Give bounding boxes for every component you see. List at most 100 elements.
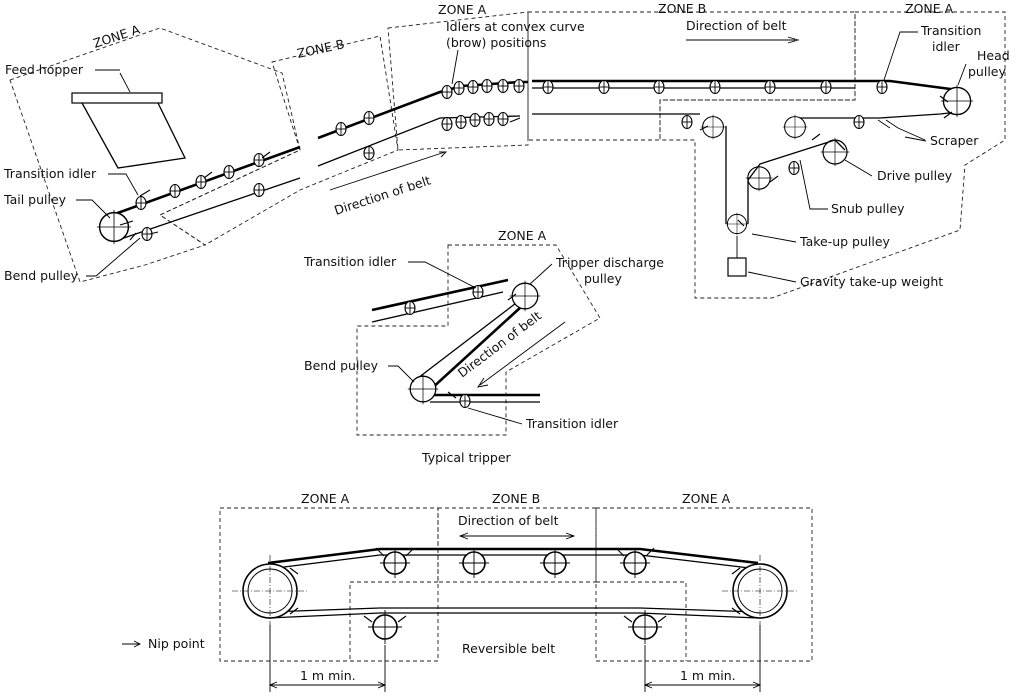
take-up-pulley-label: Take-up pulley: [799, 234, 891, 249]
tripper-discharge-label-line2: pulley: [584, 271, 622, 286]
zone-a-head-outline: [659, 11, 1006, 299]
tripper-direction-arrow: [479, 321, 566, 386]
transition-idler-head-leader: [883, 31, 918, 81]
head-pulley: [940, 84, 974, 118]
nip-point-arrows-top: [119, 95, 953, 241]
tripper-transition-idler-low: [459, 393, 471, 409]
bottom-zone-a-right: [595, 507, 813, 662]
zone-b-incline-outline: [159, 35, 399, 246]
tail-pulley-leader: [76, 199, 111, 219]
reversible-direction-label: Direction of belt: [458, 513, 559, 528]
tripper-bend-pulley: [407, 373, 439, 405]
tripper-incline-belt: [429, 295, 534, 391]
direction-arrow-incline: [329, 151, 446, 191]
tripper-discharge-pulley: [509, 280, 541, 312]
tripper-discharge-label-line1: Tripper discharge: [555, 255, 664, 270]
tripper-idler-1: [404, 300, 416, 316]
reversible-belt-return-edge: [267, 607, 759, 613]
feed-hopper: [71, 72, 186, 169]
gravity-take-up-weight-leader: [747, 271, 797, 283]
zone-b-label-horizontal: ZONE B: [658, 1, 706, 16]
tripper-direction-arrowhead: [477, 377, 489, 388]
bottom-zone-lower-right: [596, 581, 687, 661]
gravity-take-up-weight: [727, 257, 747, 277]
gravity-take-up-weight-label: Gravity take-up weight: [800, 274, 943, 289]
tripper-zone-a-label: ZONE A: [498, 228, 547, 243]
convex-curve-idlers: [441, 78, 525, 132]
tail-pulley-label: Tail pulley: [3, 192, 67, 207]
snub-pulley-leader: [799, 159, 828, 210]
transition-idler-head-label-line2: idler: [932, 39, 961, 54]
bottom-zone-lower-left: [349, 581, 438, 661]
scraper-label: Scraper: [930, 133, 979, 148]
reversible-belt-return: [267, 612, 759, 619]
bend-pulley-top: [700, 114, 726, 140]
dimension-right: [643, 625, 762, 692]
transition-idler-leader-top: [108, 173, 139, 196]
reversible-upper-idlers: [380, 548, 650, 578]
head-pulley-label-line1: Head: [977, 48, 1010, 63]
idlers-convex-label-line2: (brow) positions: [446, 35, 546, 50]
snub-pulley-label: Snub pulley: [831, 201, 905, 216]
feed-hopper-label: Feed hopper: [5, 62, 84, 77]
drive-pulley-label: Drive pulley: [877, 168, 953, 183]
idlers-convex-label-line1: Idlers at convex curve: [446, 19, 585, 34]
direction-label-incline: Direction of belt: [332, 173, 432, 218]
reversible-direction-arrowhead-right: [565, 532, 576, 540]
tripper-incline-belt-edge: [417, 299, 521, 379]
bend-pulley-label-top: Bend pulley: [4, 268, 79, 283]
bottom-zone-b-label: ZONE B: [492, 491, 540, 506]
reversible-belt-label: Reversible belt: [462, 641, 555, 656]
belt-to-head-pulley: [889, 79, 959, 92]
tail-pulley: [96, 209, 132, 245]
tripper-discharge-leader: [529, 263, 553, 285]
tripper-bend-pulley-leader: [388, 365, 415, 383]
nip-point-legend-label: Nip point: [148, 636, 205, 651]
bottom-zone-a-left: [219, 507, 439, 662]
idlers-convex-leader: [451, 49, 459, 85]
direction-arrowhead-incline: [439, 151, 448, 158]
direction-arrowhead-top: [787, 36, 800, 44]
bottom-zone-a-left-label: ZONE A: [301, 491, 350, 506]
dimension-left: [268, 625, 387, 692]
reversible-return-idlers: [368, 610, 662, 644]
nip-point-legend-arrowhead: [133, 640, 142, 648]
bottom-zone-a-right-label: ZONE A: [682, 491, 731, 506]
belt-head-return: [800, 111, 959, 119]
tripper-upper-belt: [371, 278, 509, 312]
dimension-left-label: 1 m min.: [300, 668, 356, 683]
drive-pulley-leader: [844, 159, 873, 177]
dimension-right-label: 1 m min.: [680, 668, 736, 683]
head-pulley-label-line2: pulley: [968, 64, 1006, 79]
bend-pulley-leader-top: [86, 237, 141, 277]
tripper-caption: Typical tripper: [421, 450, 512, 465]
tripper-zone-a-outline: [356, 244, 601, 436]
transition-idler-label-top: Transition idler: [3, 166, 97, 181]
transition-idler-head-label-line1: Transition: [920, 23, 981, 38]
belt-incline-curve-upper: [317, 80, 528, 140]
head-pulley-leader: [957, 63, 967, 86]
zone-a-label-head: ZONE A: [905, 1, 954, 16]
drive-pulley: [820, 137, 850, 167]
take-up-pulley: [725, 212, 749, 236]
tripper-nip-arrow-1: [507, 293, 517, 301]
reversible-left-pulley: [232, 555, 308, 630]
take-up-pulley-leader: [751, 233, 797, 243]
scraper-leader: [904, 136, 927, 142]
scraper: [877, 119, 926, 141]
zone-a-label-convex: ZONE A: [438, 2, 487, 17]
tripper-diagram: ZONE A Transition idler Tripper discharg…: [303, 228, 664, 465]
reversible-belt-diagram: ZONE A ZONE B ZONE A: [122, 491, 813, 692]
tripper-bend-pulley-label: Bend pulley: [304, 358, 379, 373]
zone-b-label-incline: ZONE B: [296, 36, 346, 61]
reversible-belt-upper: [267, 547, 759, 565]
top-conveyor-diagram: ZONE A ZONE B ZONE A ZONE B ZONE A: [3, 1, 1010, 299]
direction-label-top: Direction of belt: [686, 18, 787, 33]
tripper-transition-idler-low-leader: [467, 407, 523, 425]
tripper-transition-idler-low-label: Transition idler: [525, 416, 619, 431]
reversible-nip-arrows: [289, 547, 741, 623]
bottom-zone-b: [437, 507, 597, 583]
tripper-transition-idler-label: Transition idler: [303, 254, 397, 269]
